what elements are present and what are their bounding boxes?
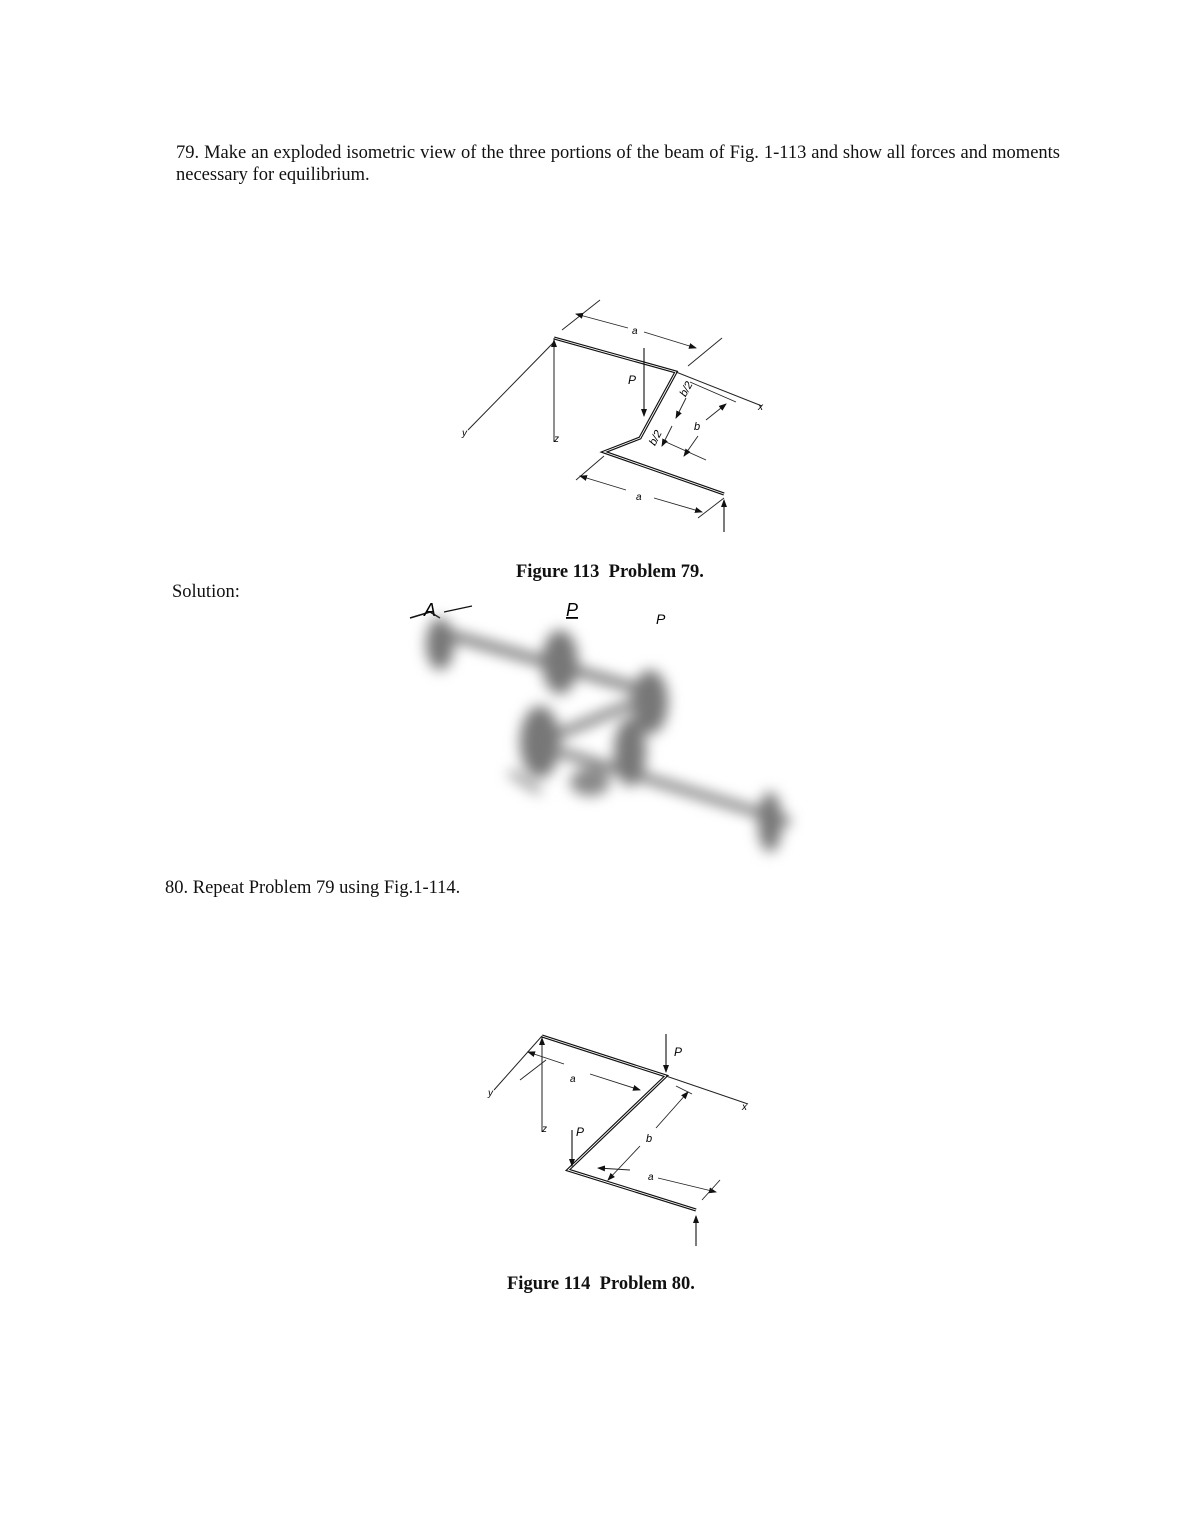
figure-113-diagram: a P b/2 b/2 b a x y z xyxy=(461,299,764,532)
label-y: y xyxy=(461,428,468,439)
label-P1: P xyxy=(674,1045,682,1059)
label-y: y xyxy=(487,1088,494,1099)
figure-113-caption: Figure 113 Problem 79. xyxy=(516,562,704,582)
label-b: b xyxy=(694,421,700,433)
sketch-support-mark xyxy=(409,611,441,619)
problem-79-text: 79. Make an exploded isometric view of t… xyxy=(176,143,1060,185)
sketch-label-P1: P xyxy=(566,600,578,620)
label-x: x xyxy=(757,402,764,413)
label-z: z xyxy=(553,434,559,445)
label-x: x xyxy=(741,1102,748,1113)
label-a-top: a xyxy=(632,326,638,337)
label-b: b xyxy=(646,1133,652,1145)
y-axis-line xyxy=(493,1035,543,1091)
label-a-bottom: a xyxy=(648,1172,654,1183)
sketch-label-P2: P xyxy=(656,611,666,627)
y-axis-line xyxy=(467,341,555,431)
problem-80-text: 80. Repeat Problem 79 using Fig.1-114. xyxy=(165,878,461,898)
label-a-top: a xyxy=(570,1074,576,1085)
label-P: P xyxy=(628,373,636,387)
solution-label: Solution: xyxy=(172,582,240,602)
x-axis-line xyxy=(665,1075,749,1105)
label-P2: P xyxy=(576,1125,584,1139)
label-z: z xyxy=(541,1124,547,1135)
beam-114 xyxy=(541,1034,697,1212)
x-axis-line xyxy=(675,371,763,407)
label-a-bottom: a xyxy=(636,492,642,503)
sketch-label-A: A xyxy=(423,600,436,620)
figure-114-diagram: a P P b a x y z xyxy=(487,1034,749,1246)
figure-114-caption: Figure 114 Problem 80. xyxy=(507,1274,695,1294)
label-b-half-1: b/2 xyxy=(678,380,696,399)
solution-sketch: A P P xyxy=(409,600,792,852)
